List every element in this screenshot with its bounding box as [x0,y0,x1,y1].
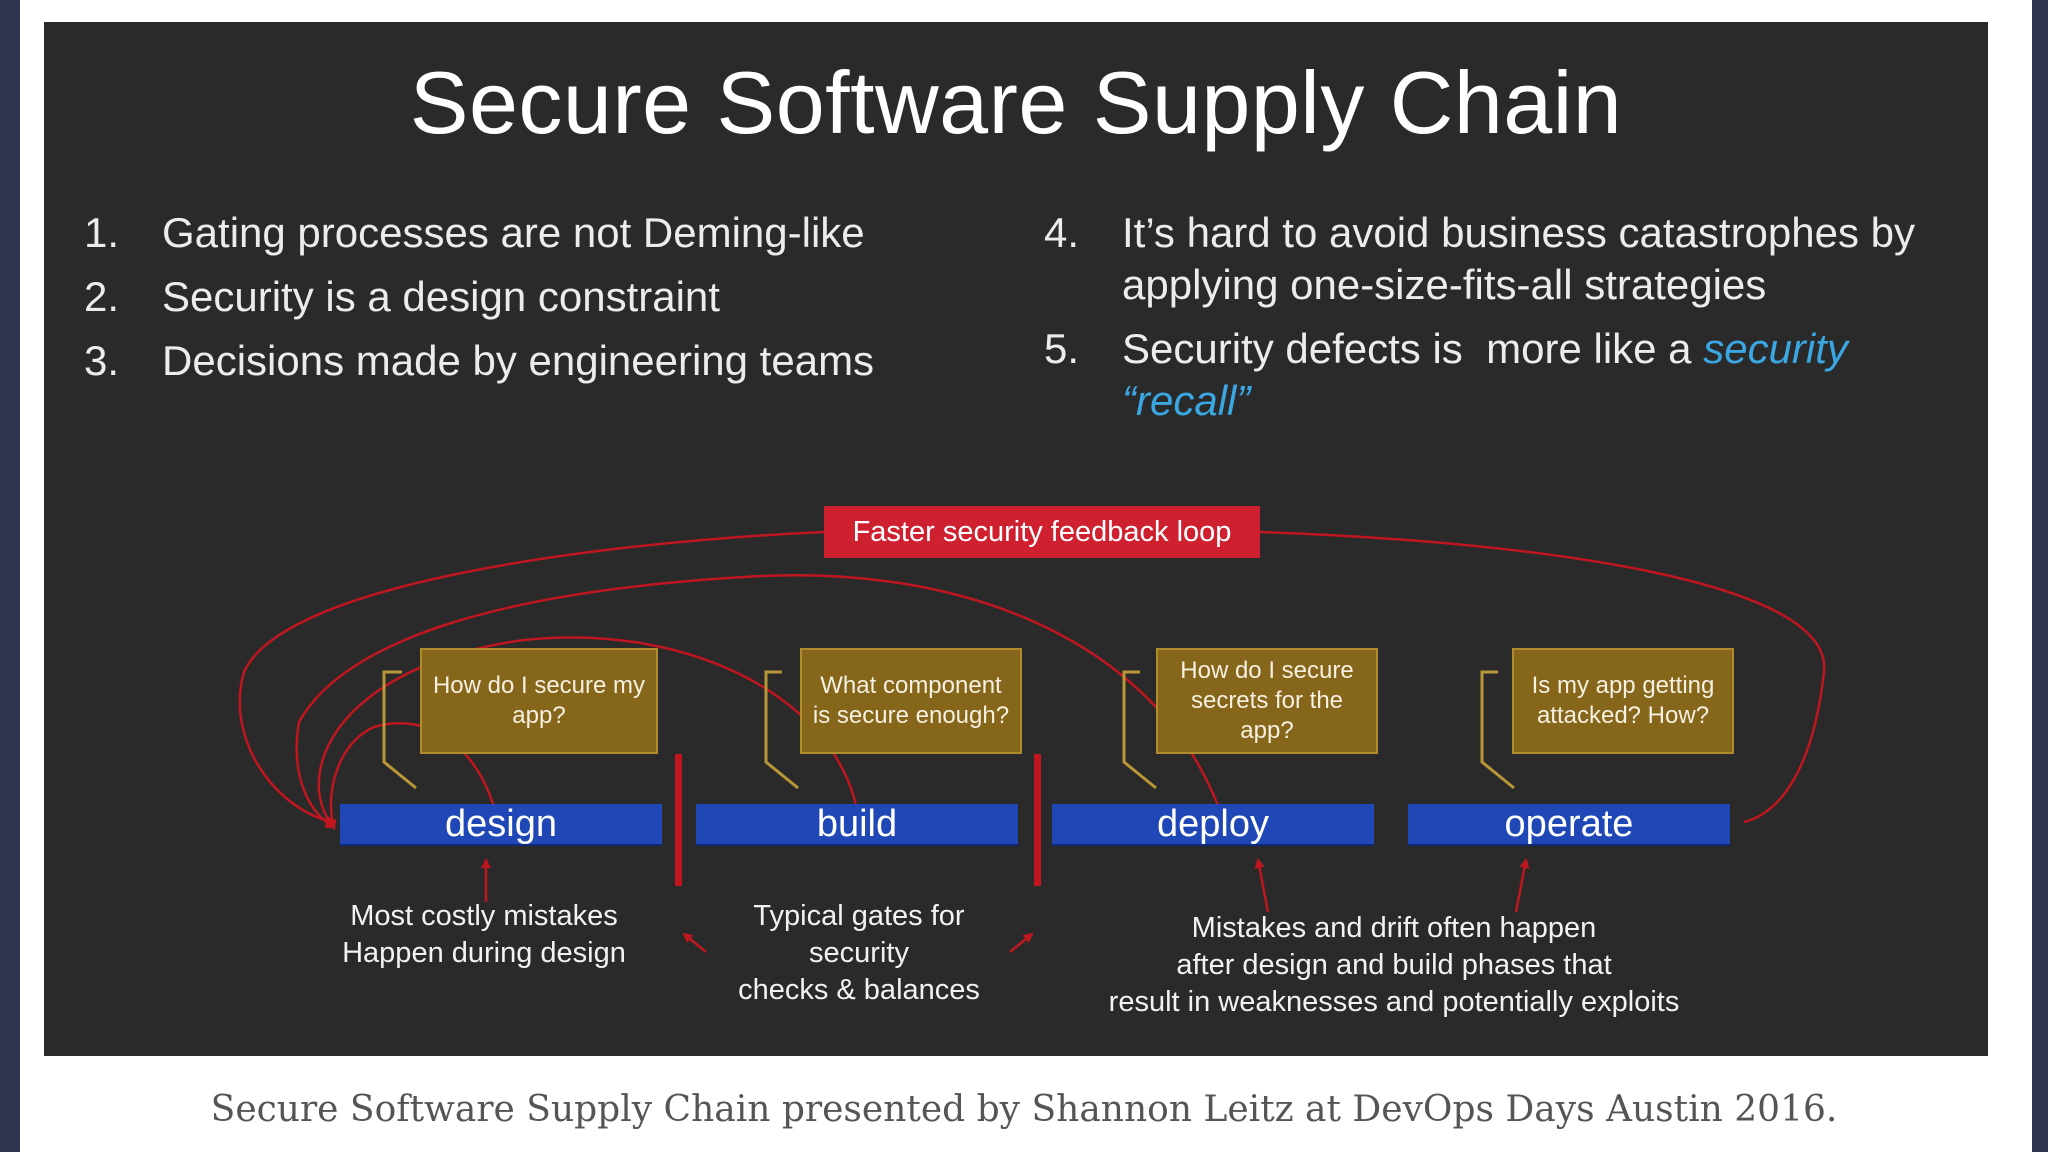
point-text: Gating processes are not Deming-like [162,209,865,256]
point-4: 4. It’s hard to avoid business catastrop… [1044,207,1984,311]
question-deploy: How do I secure secrets for the app? [1156,648,1378,754]
note-design: Most costly mistakes Happen during desig… [310,898,658,972]
feedback-arc-deploy [295,573,1226,829]
question-build: What component is secure enough? [800,648,1022,754]
note-arrows [481,858,1530,953]
stage-design: design [340,804,662,846]
note-line: Typical gates for [753,900,965,932]
image-caption: Secure Software Supply Chain presented b… [210,1089,1838,1130]
gate-marker-design-build [675,754,682,886]
point-1: 1. Gating processes are not Deming-like [84,207,1004,259]
note-gates: Typical gates for security checks & bala… [694,898,1024,1009]
point-number: 4. [1044,209,1080,256]
arrow-gates-right [1009,932,1034,953]
right-frame-edge [2032,0,2048,1152]
question-brackets [382,670,1515,790]
note-drift: Mistakes and drift often happen after de… [1074,910,1714,1021]
feedback-arc-outer [238,530,825,826]
note-line: Most costly mistakes [350,900,618,932]
stage-deploy: deploy [1052,804,1374,846]
point-number: 5. [1044,325,1080,372]
arrow-gates-left [682,932,707,953]
note-line: Mistakes and drift often happen [1191,912,1597,944]
point-3: 3. Decisions made by engineering teams [84,335,1004,387]
left-frame-edge [0,0,20,1152]
pipeline-diagram [238,530,1826,953]
point-highlight: security [1703,325,1848,372]
feedback-arc-design [327,722,496,830]
question-operate: Is my app getting attacked? How? [1512,648,1734,754]
feedback-loop-label: Faster security feedback loop [824,506,1260,558]
feedback-loop-arrows [238,530,1826,830]
bracket-build [764,670,799,790]
arrow-drift-deploy [1254,858,1270,913]
stage-operate: operate [1408,804,1730,846]
point-text-line: applying one-size-fits-all strategies [1122,261,1767,308]
bracket-design [382,670,417,790]
feedback-arc-build [317,636,861,830]
point-highlight: “recall” [1122,377,1251,424]
point-2: 2. Security is a design constraint [84,271,1004,323]
point-text: Decisions made by engineering teams [162,337,875,384]
note-line: checks & balances [738,974,980,1006]
point-number: 1. [84,209,120,256]
note-line: Happen during design [342,937,626,969]
presentation-slide: Secure Software Supply Chain 1. Gating p… [44,22,1988,1056]
point-number: 3. [84,337,120,384]
note-line: result in weaknesses and potentially exp… [1108,986,1680,1018]
note-line: after design and build phases that [1176,949,1612,981]
note-line: security [809,937,909,969]
point-5: 5. Security defects is more like a secur… [1044,323,1984,427]
point-text: Security defects is more like a [1122,325,1704,372]
stage-build: build [696,804,1018,846]
bracket-operate [1480,670,1515,790]
point-text: Security is a design constraint [162,273,720,320]
feedback-arc-right [1259,530,1826,824]
arrow-drift-operate [1514,858,1530,913]
point-text-line: It’s hard to avoid business catastrophes… [1122,209,1916,256]
bracket-deploy [1122,670,1157,790]
points-list-left: 1. Gating processes are not Deming-like … [84,207,1004,399]
points-list-right: 4. It’s hard to avoid business catastrop… [1044,207,1984,439]
question-design: How do I secure my app? [420,648,658,754]
gate-marker-build-deploy [1034,754,1041,886]
slide-title: Secure Software Supply Chain [409,53,1623,152]
gate-markers [675,754,1041,886]
point-number: 2. [84,273,120,320]
